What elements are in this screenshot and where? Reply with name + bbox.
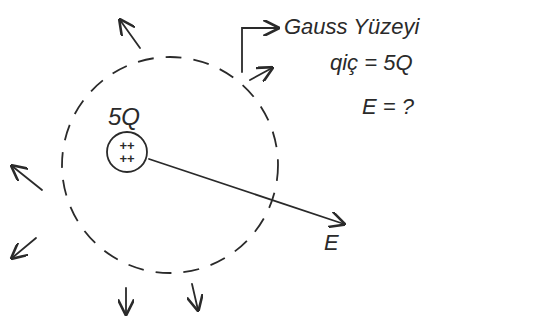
gauss-surface: 5Q ++ ++	[60, 55, 280, 275]
charge-signs: ++ ++	[118, 139, 136, 165]
field-question: E = ?	[362, 94, 414, 120]
field-vector-arrow	[149, 159, 344, 224]
field-arrows	[12, 20, 344, 314]
charge-sphere-shape	[107, 132, 147, 172]
charge-sphere: ++ ++	[105, 130, 149, 174]
field-arrow	[125, 288, 127, 314]
field-arrow	[12, 238, 36, 258]
surface-label: Gauss Yüzeyi	[284, 14, 419, 40]
field-arrow	[12, 166, 42, 190]
field-vector-label: E	[324, 230, 339, 256]
field-arrow	[250, 68, 272, 80]
field-arrow	[120, 20, 140, 48]
gauss-surface-outline	[60, 55, 280, 275]
gauss-surface-shape	[62, 57, 278, 273]
field-arrow	[192, 284, 198, 310]
enclosed-charge: qiç = 5Q	[330, 50, 413, 76]
charge-label: 5Q	[108, 103, 140, 131]
leader-line	[242, 28, 278, 72]
